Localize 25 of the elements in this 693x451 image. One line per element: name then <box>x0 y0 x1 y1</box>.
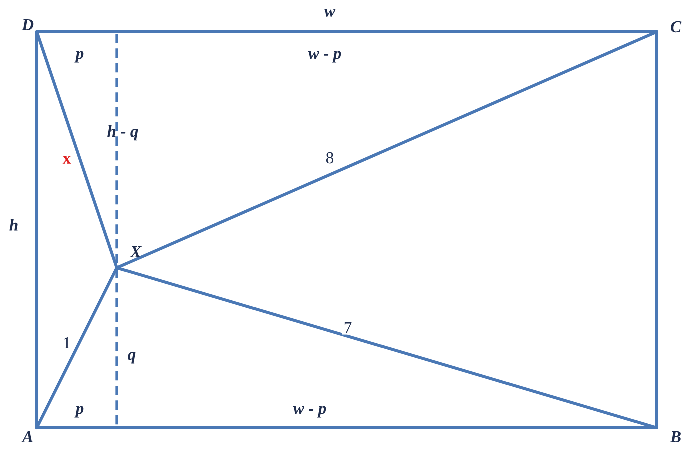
edge-label: h <box>8 218 20 232</box>
edge-label: x <box>62 154 72 166</box>
line-segment <box>656 30 658 430</box>
length-label: p <box>74 406 84 418</box>
edge-label: 7 <box>342 321 354 335</box>
edge-label: w <box>323 8 337 18</box>
line-segment <box>36 266 118 430</box>
line-segment <box>36 30 118 270</box>
length-label: q <box>128 352 136 364</box>
edge-label: 1 <box>62 336 72 350</box>
line-segment <box>36 426 658 430</box>
line-segment <box>116 30 658 270</box>
line-segment <box>36 30 38 430</box>
length-label: p <box>74 51 84 63</box>
length-label: w - p <box>293 406 326 418</box>
point-label: C <box>671 21 682 33</box>
line-segment <box>116 266 658 430</box>
point-label: X <box>130 246 142 258</box>
length-label: h - q <box>108 125 138 141</box>
edge-label: 8 <box>324 151 336 165</box>
line-segment <box>36 30 658 34</box>
point-label: A <box>22 432 33 442</box>
point-label: D <box>22 20 34 30</box>
length-label: w - p <box>308 51 342 63</box>
point-label: B <box>670 432 681 442</box>
